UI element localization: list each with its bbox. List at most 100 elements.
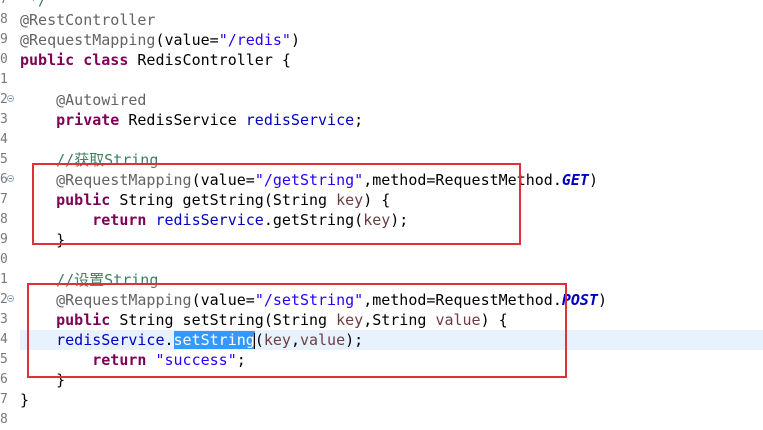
line-number: 8: [0, 12, 8, 27]
code-token: }: [20, 231, 66, 249]
code-token: ) {: [480, 311, 508, 329]
line-number: 2: [0, 290, 14, 310]
code-text[interactable]: return "success";: [20, 350, 246, 370]
code-token: key: [263, 331, 291, 349]
code-text[interactable]: @Autowired: [20, 90, 146, 110]
code-text[interactable]: }: [20, 230, 65, 250]
code-token: ): [290, 31, 300, 49]
code-token: key: [336, 311, 364, 329]
fold-toggle-icon[interactable]: [7, 175, 14, 182]
fold-toggle-icon[interactable]: [7, 295, 14, 302]
code-token: value: [435, 311, 481, 329]
code-token: ) {: [363, 191, 391, 209]
line-number: 9: [0, 32, 8, 47]
code-text[interactable]: */: [20, 0, 47, 10]
code-token: (value=: [191, 171, 255, 189]
line-number: 3: [0, 112, 8, 127]
code-line[interactable]: 4: [0, 130, 763, 150]
code-token: public: [20, 51, 75, 69]
code-line[interactable]: 0: [0, 250, 763, 270]
code-line[interactable]: 6 }: [0, 370, 763, 390]
code-text[interactable]: public String setString(String key,Strin…: [20, 310, 508, 330]
code-token: ): [588, 171, 598, 189]
code-text[interactable]: @RequestMapping(value="/redis"): [20, 30, 300, 50]
code-line[interactable]: 3 public String setString(String key,Str…: [0, 310, 763, 330]
code-token: ,method=RequestMethod.: [363, 171, 562, 189]
code-token: private: [56, 111, 120, 129]
code-token: (value=: [155, 31, 219, 49]
code-token: POST: [561, 291, 598, 309]
line-number: 4: [0, 332, 8, 347]
code-token: ;: [354, 111, 364, 129]
code-token: class: [83, 51, 129, 69]
line-number: 7: [0, 192, 8, 207]
code-token: return: [92, 351, 147, 369]
code-line[interactable]: 8: [0, 410, 763, 430]
code-token: ): [598, 291, 608, 309]
code-text[interactable]: @RestController: [20, 10, 155, 30]
code-token: }: [20, 391, 30, 409]
code-token: .getString(: [263, 211, 364, 229]
text-caret: [253, 332, 255, 349]
fold-toggle-icon[interactable]: [7, 95, 14, 102]
line-number: 7: [0, 0, 14, 10]
code-token: value: [299, 331, 346, 349]
code-line[interactable]: 5 return "success";: [0, 350, 763, 370]
code-token: return: [92, 211, 147, 229]
code-line[interactable]: 7}: [0, 390, 763, 410]
code-token: @RequestMapping: [56, 171, 192, 189]
code-line[interactable]: 8 @RestController: [0, 10, 763, 30]
code-token: redisService: [56, 331, 165, 349]
code-text[interactable]: }: [20, 370, 65, 390]
code-text[interactable]: return redisService.getString(key);: [20, 210, 408, 230]
code-token: public: [56, 311, 111, 329]
line-number: 1: [0, 72, 8, 87]
code-token: RedisController {: [128, 51, 291, 69]
code-token: "success": [155, 351, 237, 369]
code-token: ,String: [363, 311, 436, 329]
code-text[interactable]: }: [20, 390, 29, 410]
line-number: 7: [0, 392, 8, 407]
code-token: "/redis": [218, 31, 291, 49]
highlight-box-setstring: [27, 283, 567, 378]
code-token: RedisService: [119, 111, 246, 129]
code-line[interactable]: 7 */: [0, 0, 763, 10]
code-line[interactable]: 8 return redisService.getString(key);: [0, 210, 763, 230]
code-line[interactable]: 9 @RequestMapping(value="/redis"): [0, 30, 763, 50]
code-line[interactable]: 4 redisService.setString(key,value);: [0, 330, 763, 350]
code-text[interactable]: public class RedisController {: [20, 50, 291, 70]
line-number: 6: [0, 170, 14, 190]
code-line[interactable]: 6 @RequestMapping(value="/getString",met…: [0, 170, 763, 190]
code-text[interactable]: redisService.setString(key,value);: [20, 330, 363, 350]
code-text[interactable]: public String getString(String key) {: [20, 190, 390, 210]
code-line[interactable]: 9 }: [0, 230, 763, 250]
highlight-box-getstring: [32, 163, 521, 245]
code-token: */: [20, 0, 48, 9]
code-text[interactable]: @RequestMapping(value="/getString",metho…: [20, 170, 598, 190]
line-number: 9: [0, 232, 8, 247]
code-token: String setString(String: [110, 311, 337, 329]
code-line[interactable]: 3 private RedisService redisService;: [0, 110, 763, 130]
code-token: );: [390, 211, 409, 229]
code-token: [74, 51, 83, 69]
code-token: );: [345, 331, 364, 349]
code-text[interactable]: @RequestMapping(value="/setString",metho…: [20, 290, 607, 310]
code-token: String getString(String: [110, 191, 337, 209]
code-token: "/getString": [254, 171, 364, 189]
code-line[interactable]: 1: [0, 70, 763, 90]
code-token: GET: [561, 171, 589, 189]
line-number: 6: [0, 372, 8, 387]
code-token: ;: [236, 351, 246, 369]
selected-text: setString: [173, 331, 255, 349]
code-token: @RequestMapping: [20, 31, 156, 49]
code-line[interactable]: 7 public String getString(String key) {: [0, 190, 763, 210]
code-text[interactable]: private RedisService redisService;: [20, 110, 363, 130]
code-line[interactable]: 2 @Autowired: [0, 90, 763, 110]
code-line[interactable]: 2 @RequestMapping(value="/setString",met…: [0, 290, 763, 310]
line-number: 2: [0, 90, 14, 110]
line-number: 3: [0, 312, 8, 327]
line-number: 8: [0, 212, 8, 227]
